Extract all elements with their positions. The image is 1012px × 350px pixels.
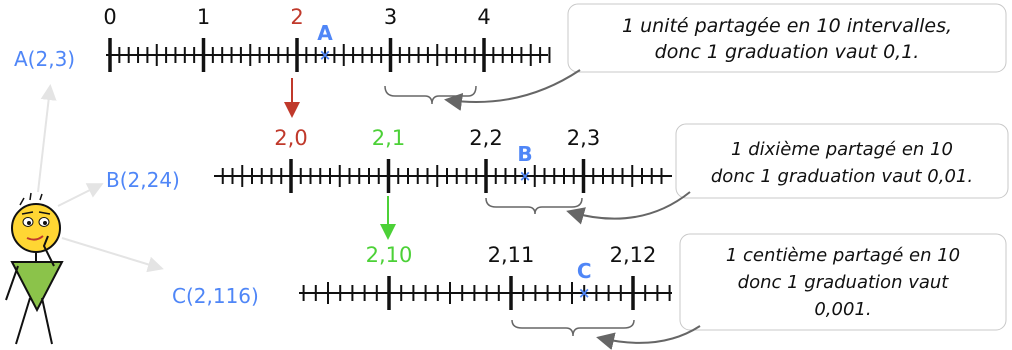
number-line-c: 2,10 2,11 2,12 ×C xyxy=(299,243,672,310)
tick-label: 2,10 xyxy=(366,243,413,267)
tick-label: 0 xyxy=(103,5,116,29)
tick-label: 2,1 xyxy=(372,126,405,150)
point-letter: B xyxy=(517,142,532,166)
point-letter: A xyxy=(317,21,333,45)
tick-label: 2,11 xyxy=(488,243,535,267)
callout-arrow-c xyxy=(596,325,701,350)
note-box-c: 1 centième partagé en 10 donc 1 graduati… xyxy=(679,233,1007,331)
note-c-line-2: donc 1 graduation vaut xyxy=(738,272,950,293)
point-marker: × xyxy=(519,167,532,185)
tick-label: 2,12 xyxy=(610,243,657,267)
character-body xyxy=(10,261,64,313)
note-a-line-2: donc 1 graduation vaut 0,1. xyxy=(655,41,920,63)
coord-label-c: C(2,116) xyxy=(172,284,259,308)
callout-arrow-a xyxy=(444,69,581,111)
note-c-line-1: 1 centième partagé en 10 xyxy=(726,245,960,266)
tick-label: 2,2 xyxy=(469,126,502,150)
point-letter: C xyxy=(577,259,592,283)
callout-arrow-b xyxy=(566,191,691,225)
character-head xyxy=(11,203,61,253)
bracket-b xyxy=(485,197,583,215)
coord-label-b: B(2,24) xyxy=(106,168,180,192)
tick-label: 1 xyxy=(197,5,210,29)
note-b-line-1: 1 dixième partagé en 10 xyxy=(731,139,953,160)
coord-label-a: A(2,3) xyxy=(14,47,75,71)
note-b-line-2: donc 1 graduation vaut 0,01. xyxy=(711,166,973,187)
note-box-a: 1 unité partagée en 10 intervalles, donc… xyxy=(567,3,1007,73)
tick-label: 2 xyxy=(290,5,303,29)
tick-label: 2,3 xyxy=(567,126,600,150)
tick-label: 3 xyxy=(384,5,397,29)
tick-label: 4 xyxy=(477,5,490,29)
number-line-a: 0 1 2 3 4 ×A xyxy=(103,5,551,72)
note-a-line-1: 1 unité partagée en 10 intervalles, xyxy=(622,15,952,37)
number-line-b: 2,0 2,1 2,2 2,3 ×B xyxy=(214,126,672,193)
bracket-c xyxy=(511,319,635,337)
guide-arrows xyxy=(37,84,164,273)
tick-label: 2,0 xyxy=(274,126,307,150)
note-box-b: 1 dixième partagé en 10 donc 1 graduatio… xyxy=(675,123,1009,199)
point-marker: × xyxy=(578,284,591,302)
point-marker: × xyxy=(319,46,332,64)
thinking-character xyxy=(5,192,64,345)
note-c-line-3: 0,001. xyxy=(814,299,871,320)
bracket-a xyxy=(384,85,477,105)
